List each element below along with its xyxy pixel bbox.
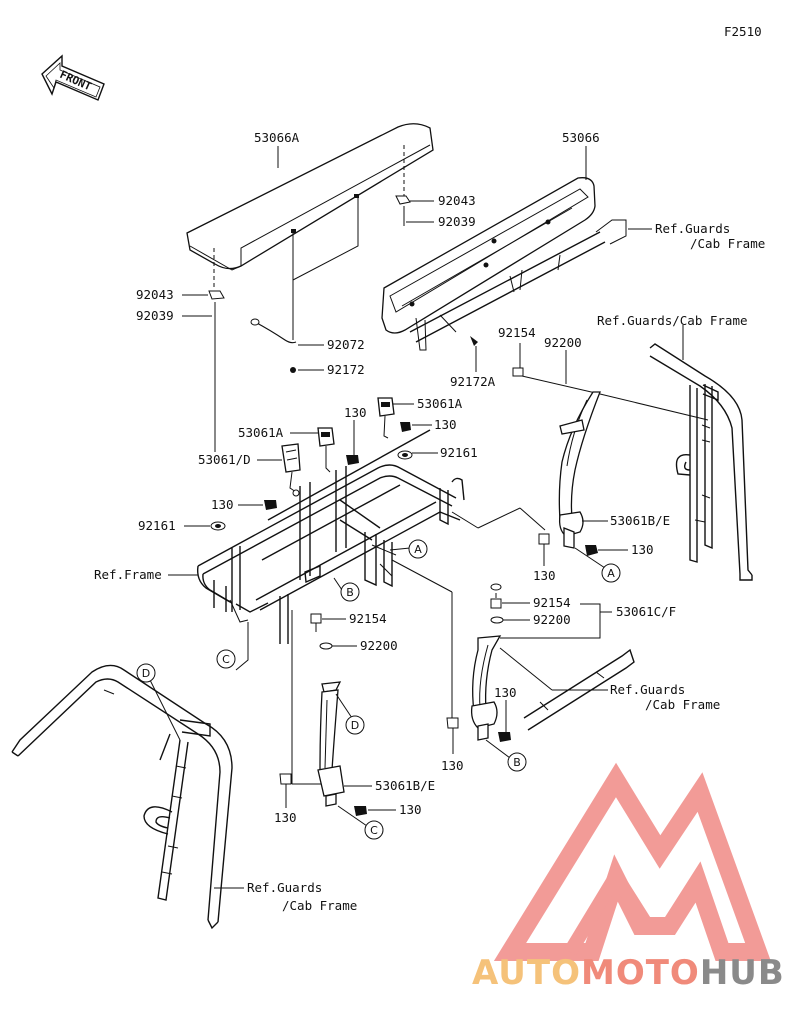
label-92161-center: 92161 [440,445,478,460]
grommet-92161-left [210,521,226,531]
label-130-center-b: 130 [434,417,457,432]
bolt-130-right-b [585,545,598,556]
bolt-130-center-a [346,455,359,465]
label-130-lower-a: 130 [274,810,297,825]
buckle-53061a-center [377,397,395,439]
label-92154-cf: 92154 [533,595,571,610]
label-53066a: 53066A [254,130,300,145]
bolt-130-lower-a [279,773,292,808]
label-ref-guards-lower: Ref.Guards [247,880,322,895]
label-53061c-f: 53061C/F [616,604,676,619]
seat-belt-53061b-e-lower [317,681,345,807]
label-92172: 92172 [327,362,365,377]
ref-circle-d-left [136,663,156,683]
label-cab-frame-mid: /Cab Frame [645,697,720,712]
buckle-53061a-left [317,427,335,473]
label-92154-mid: 92154 [349,611,387,626]
bolt-130-lower-b [354,806,367,816]
label-92200-cf: 92200 [533,612,571,627]
cab-frame-right [649,343,753,581]
label-53061b-e-right: 53061B/E [610,513,670,528]
label-53061b-e-lower: 53061B/E [375,778,435,793]
main-frame [196,429,465,644]
bolt-130-right-a [538,533,550,566]
svg-text:D: D [351,719,359,732]
label-cab-frame-top: /Cab Frame [690,236,765,251]
collar-92154-cf-top [490,583,502,591]
svg-text:B: B [513,756,521,769]
collar-92154-mid [310,613,322,632]
label-92161-left: 92161 [138,518,176,533]
label-ref-guards-top: Ref.Guards [655,221,730,236]
seat-cushion-left [186,123,434,271]
label-92200-right: 92200 [544,335,582,350]
svg-text:C: C [370,824,378,837]
label-53061a-left: 53061A [238,425,284,440]
front-arrow-icon: FRONT [41,54,105,101]
bolt-130-cf-a [446,717,459,754]
cab-frame-bar-mid [523,648,635,731]
label-ref-frame: Ref.Frame [94,567,162,582]
ref-circle-c-left [216,649,236,669]
spacer-92200-mid [319,642,333,650]
svg-text:C: C [222,653,230,666]
label-53061-d: 53061/D [198,452,251,467]
seat-backrest-right [381,177,627,351]
figure-code: F2510 [724,24,762,39]
label-92172a: 92172A [450,374,496,389]
svg-text:D: D [142,667,150,680]
seat-clip-icon [291,194,359,233]
screw-92172a [470,336,478,346]
label-ref-guards-mid: Ref.Guards [610,682,685,697]
label-92039-top: 92039 [438,214,476,229]
ref-circle-a-left [408,539,428,559]
ref-circle-d-mid [345,715,365,735]
svg-text:B: B [346,586,354,599]
collar-92154-right [512,367,524,377]
grommet-92161-center [397,450,413,460]
ref-circle-b-left [340,582,360,602]
label-130-center-a: 130 [344,405,367,420]
label-ref-guards-right: Ref.Guards/Cab Frame [597,313,748,328]
label-92043-left: 92043 [136,287,174,302]
seat-belt-53061b-e-right [558,391,601,549]
label-130-right-b: 130 [631,542,654,557]
seat-belt-53061d [281,443,301,497]
label-53066: 53066 [562,130,600,145]
automotohub-logo [493,762,771,961]
svg-text:A: A [607,567,615,580]
clip-92043-left [208,290,225,326]
strap-92072 [250,318,297,373]
label-92154-right: 92154 [498,325,536,340]
ref-circle-a-right [601,563,621,583]
label-92043-top: 92043 [438,193,476,208]
label-130-cf-a: 130 [441,758,464,773]
cab-frame-left [11,664,233,930]
ref-circle-c-lower [364,820,384,840]
spacer-92200-cf [490,616,504,624]
collar-92154-cf [490,593,502,609]
bolt-130-left [264,500,277,510]
watermark-text: AUTOMOTOHUB [472,953,785,993]
seat-belt-53061c-f [470,635,502,741]
label-130-right-a: 130 [533,568,556,583]
bolt-130-cf-b [498,732,511,742]
bolt-130-center-b [400,422,411,432]
label-130-lower-b: 130 [399,802,422,817]
label-92200-mid: 92200 [360,638,398,653]
label-130-cf-b: 130 [494,685,517,700]
label-130-left: 130 [211,497,234,512]
label-92072: 92072 [327,337,365,352]
clip-92043-top [395,195,411,226]
label-cab-frame-lower: /Cab Frame [282,898,357,913]
ref-circle-b-right [507,752,527,772]
label-53061a-center: 53061A [417,396,463,411]
label-92039-left: 92039 [136,308,174,323]
svg-text:A: A [414,543,422,556]
